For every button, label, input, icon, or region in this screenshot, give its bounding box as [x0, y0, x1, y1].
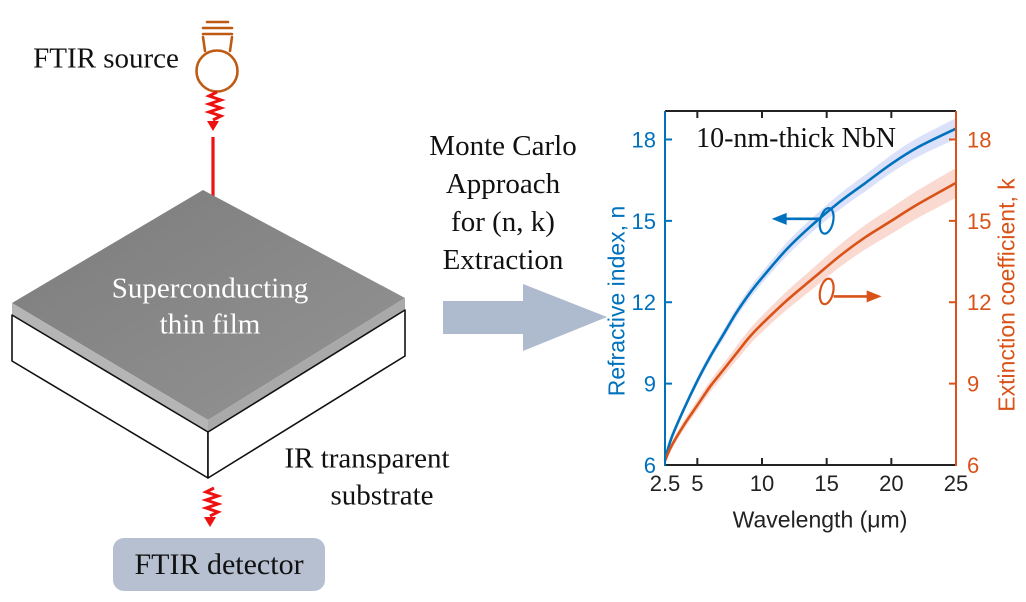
- film-edge-right: [208, 298, 405, 432]
- k-axis-pointer-ellipse: [818, 277, 835, 306]
- film-label-line2: thin film: [159, 308, 261, 341]
- thin-film-top: [12, 190, 405, 420]
- ftir-schematic: [11, 20, 406, 527]
- ftir-detector-box: FTIR detector: [113, 538, 325, 591]
- y-tick-label-left: 6: [644, 453, 656, 478]
- x-tick-label: 2.5: [650, 471, 681, 496]
- n-axis-pointer-arrowhead: [771, 212, 787, 225]
- x-tick-label: 10: [750, 471, 774, 496]
- y-tick-label-right: 6: [967, 453, 979, 478]
- process-text-line2: Approach: [445, 168, 561, 200]
- k-axis-pointer-arrowhead: [866, 290, 882, 303]
- substrate-right-face: [207, 309, 406, 479]
- y-tick-label-left: 9: [644, 372, 656, 397]
- process-arrow-icon: [443, 284, 607, 351]
- film-edge-left: [12, 303, 208, 432]
- y-axis-label-left: Refractive index, n: [603, 205, 630, 397]
- k-curve: [663, 181, 957, 462]
- ir-wave-top-icon: [204, 90, 226, 131]
- y-tick-label-left: 15: [632, 209, 656, 234]
- process-text: Monte Carlo Approach for (n, k) Extracti…: [400, 127, 606, 279]
- substrate-label-line1: IR transparent: [284, 442, 450, 475]
- ftir-detector-label: FTIR detector: [134, 547, 304, 581]
- bulb-icon: [195, 20, 239, 93]
- y-tick-label-right: 12: [967, 290, 991, 315]
- x-tick-label: 15: [814, 471, 838, 496]
- ir-wave-bottom-icon: [201, 486, 223, 527]
- chart-title: 10-nm-thick NbN: [696, 123, 896, 154]
- n-axis-pointer-ellipse: [818, 206, 835, 235]
- x-tick-label: 5: [691, 471, 703, 496]
- k-uncertainty-band: [665, 168, 956, 465]
- film-label-line1: Superconducting: [111, 272, 309, 305]
- ftir-source-label: FTIR source: [33, 42, 179, 75]
- x-axis-label: Wavelength (μm): [732, 506, 908, 533]
- y-tick-label-left: 18: [632, 127, 656, 152]
- n-curve: [663, 127, 957, 460]
- substrate-label-line2: substrate: [330, 479, 434, 512]
- x-tick-label: 20: [879, 471, 903, 496]
- y-axis-label-right: Extinction coefficient, k: [993, 178, 1020, 412]
- process-text-line4: Extraction: [442, 244, 564, 276]
- y-tick-label-right: 9: [967, 372, 979, 397]
- process-text-line3: for (n, k): [451, 206, 555, 238]
- process-text-line1: Monte Carlo: [429, 130, 577, 162]
- y-tick-label-left: 12: [632, 290, 656, 315]
- x-tick-label: 25: [944, 471, 968, 496]
- y-tick-label-right: 15: [967, 209, 991, 234]
- y-tick-label-right: 18: [967, 127, 991, 152]
